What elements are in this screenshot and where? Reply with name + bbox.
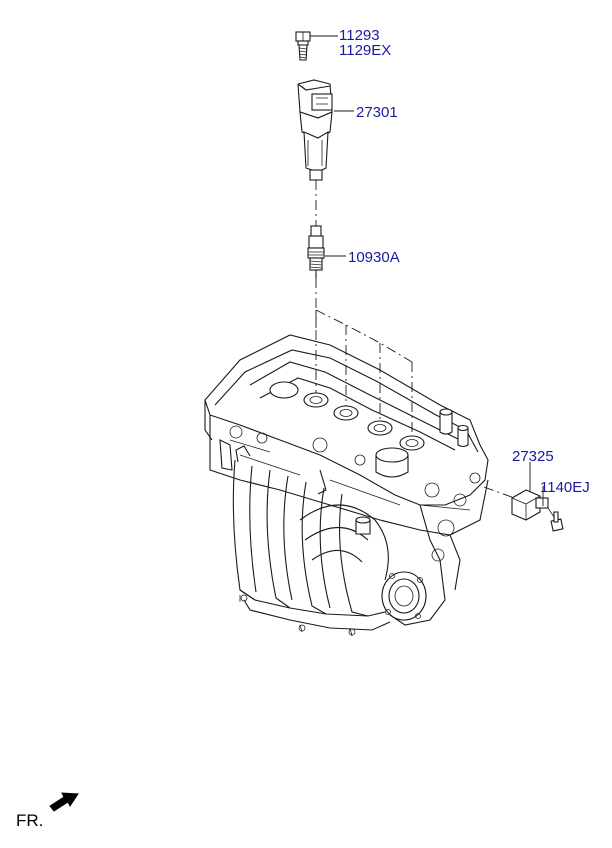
part-number-27325[interactable]: 27325 xyxy=(512,448,554,465)
part-number-11293[interactable]: 11293 xyxy=(339,27,380,44)
sensor-guide xyxy=(483,486,521,501)
front-arrow-icon xyxy=(49,792,79,812)
part-number-27301[interactable]: 27301 xyxy=(356,104,398,121)
sensor-bolt[interactable] xyxy=(547,507,564,532)
sensor-27325[interactable] xyxy=(511,489,549,521)
part-number-1140EJ[interactable]: 1140EJ xyxy=(540,479,590,496)
part-number-10930A[interactable]: 10930A xyxy=(348,249,400,266)
cylinder-guides xyxy=(315,309,413,440)
spark-plug[interactable] xyxy=(307,225,325,278)
ignition-coil[interactable] xyxy=(297,79,333,181)
coil-bolt[interactable] xyxy=(295,31,311,61)
front-orientation-label: FR. xyxy=(16,811,43,830)
engine-assembly xyxy=(204,334,489,637)
part-number-1129EX[interactable]: 1129EX xyxy=(339,42,391,59)
